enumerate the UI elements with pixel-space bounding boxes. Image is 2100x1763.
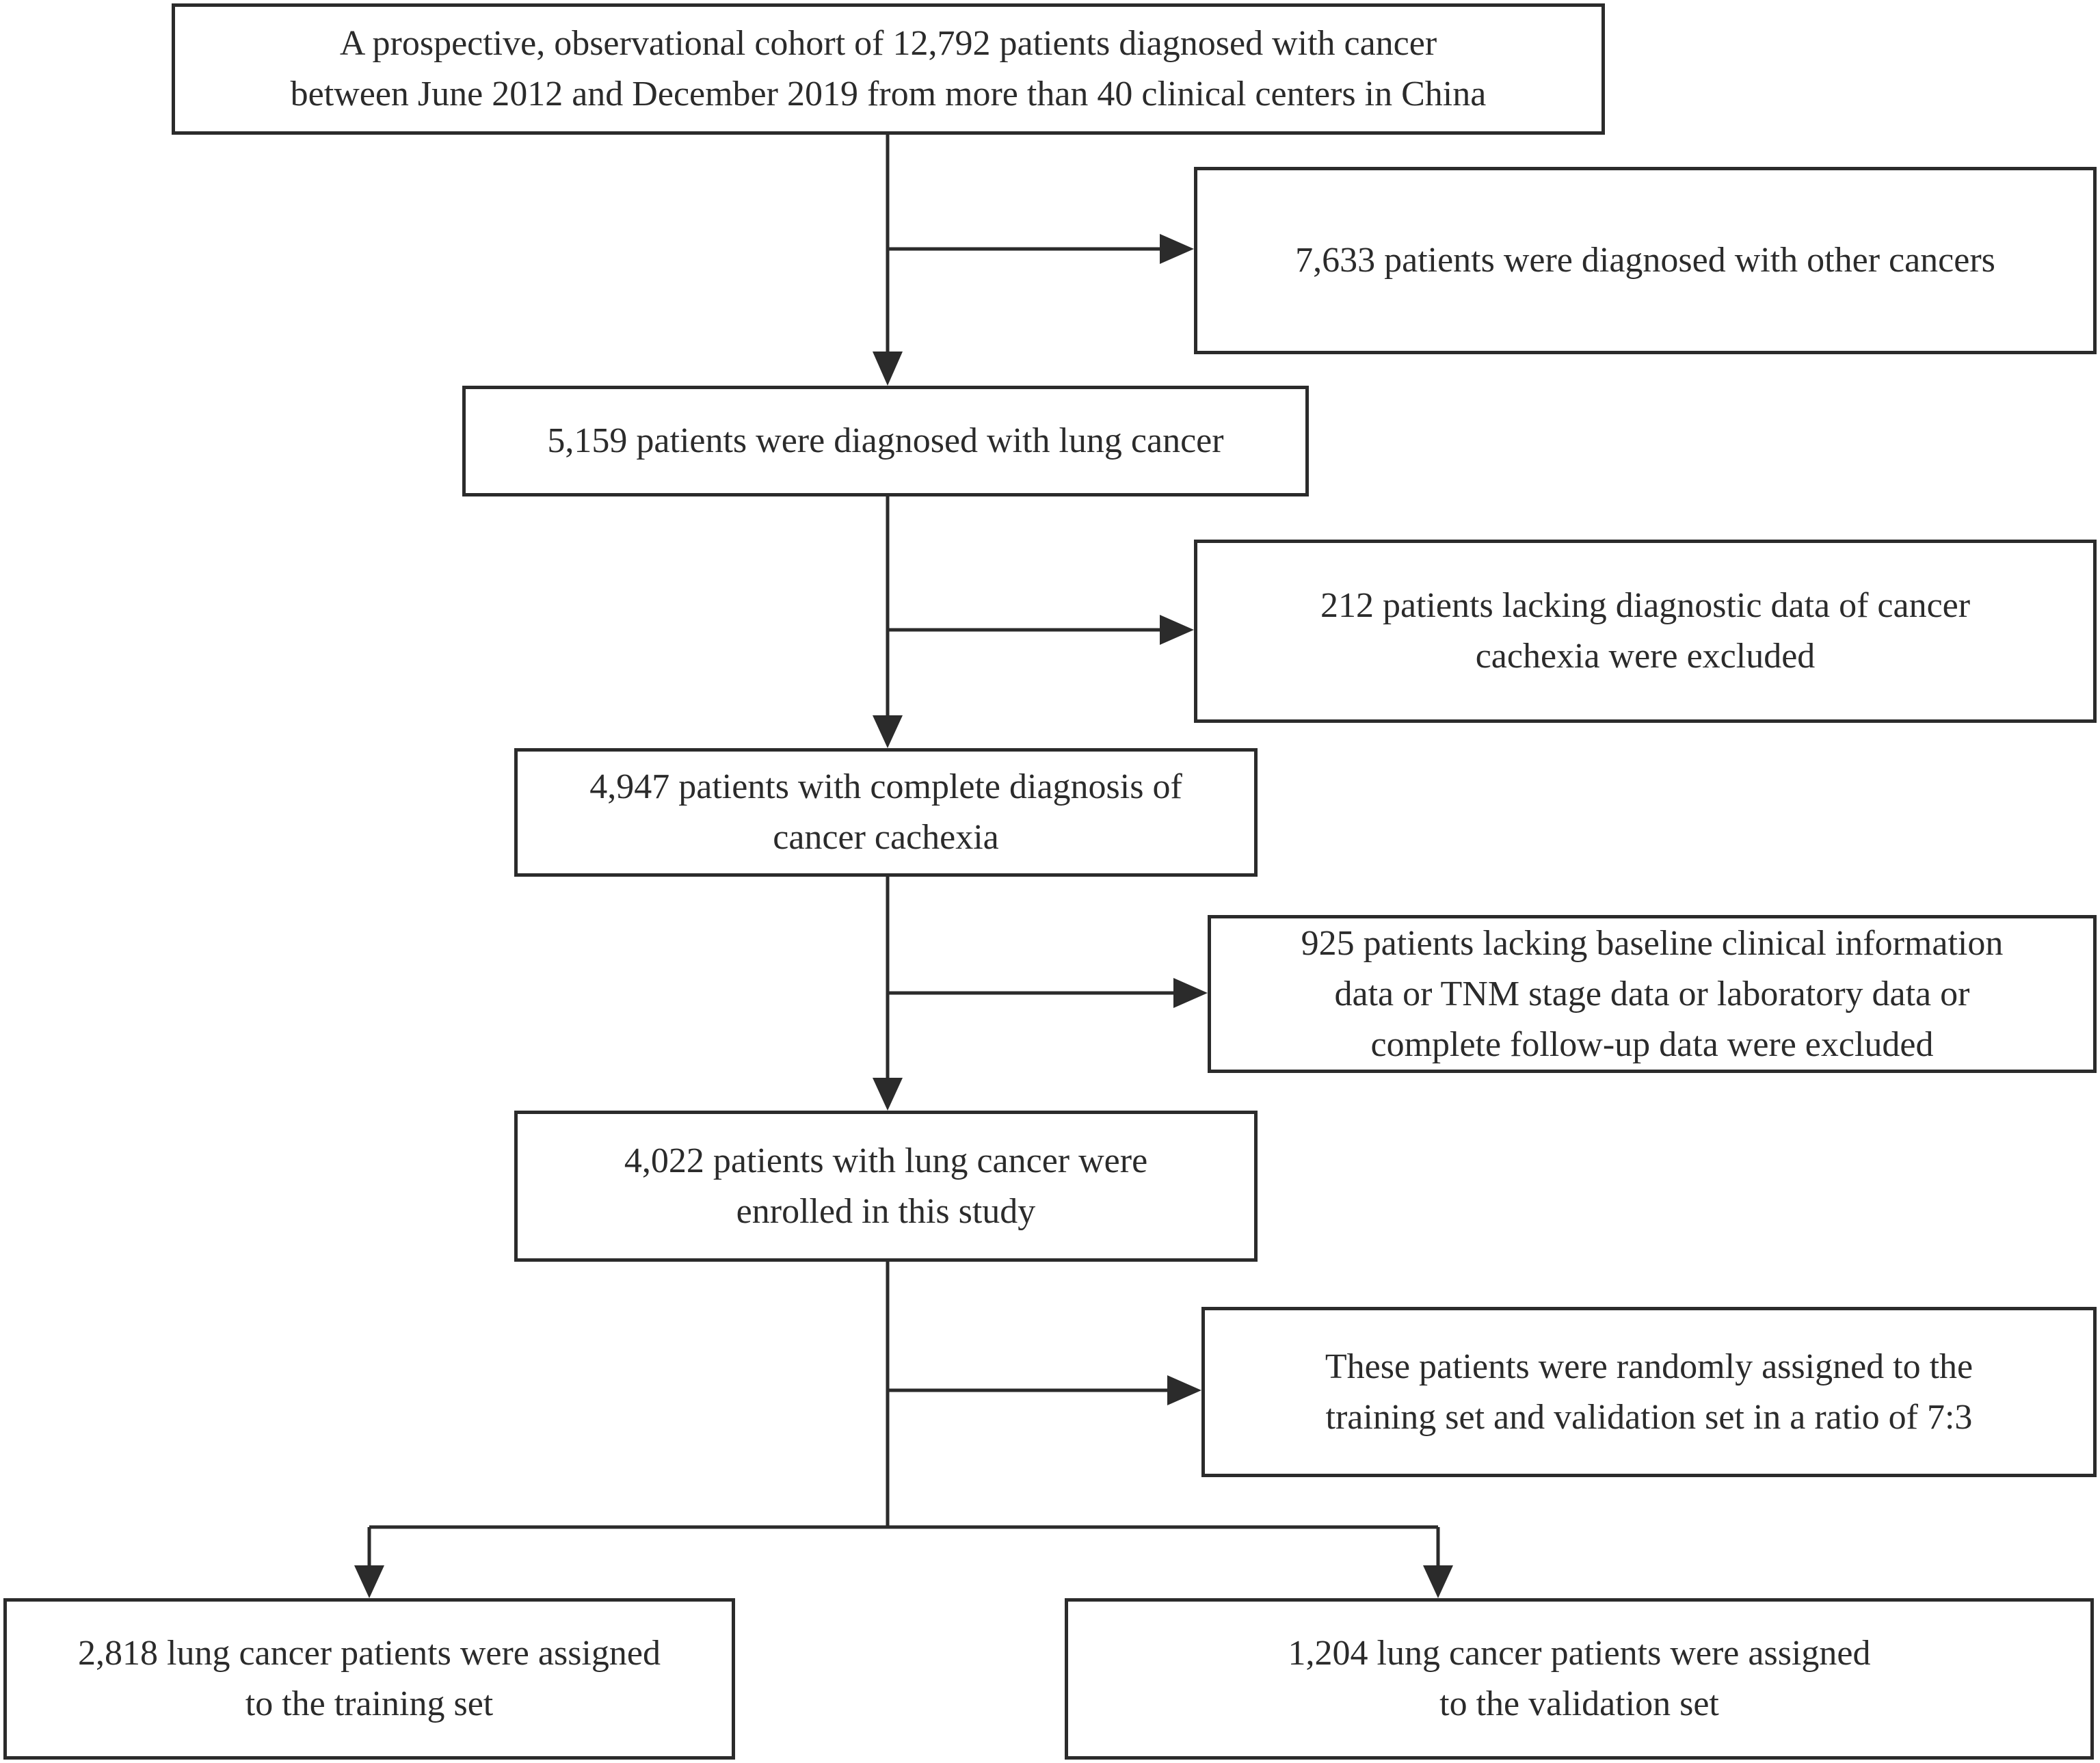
lung-cancer-text-line-1: 5,159 patients were diagnosed with lung …	[547, 421, 1224, 460]
arrowhead-down-complete	[873, 715, 903, 748]
cohort-text-line-2: between June 2012 and December 2019 from…	[290, 75, 1487, 114]
arrowhead-down-enrolled	[873, 1078, 903, 1111]
lacking-baseline-text-line-1: 925 patients lacking baseline clinical i…	[1301, 923, 2004, 963]
lung-cancer-box: 5,159 patients were diagnosed with lung …	[462, 386, 1309, 496]
validation-set-text-line-1: 1,204 lung cancer patients were assigned	[1288, 1634, 1871, 1673]
validation-set-box: 1,204 lung cancer patients were assigned…	[1065, 1598, 2094, 1760]
cohort-box: A prospective, observational cohort of 1…	[172, 3, 1605, 135]
cohort-text-line-1: A prospective, observational cohort of 1…	[339, 24, 1437, 63]
lacking-baseline-box: 925 patients lacking baseline clinical i…	[1208, 915, 2097, 1073]
training-set-text-line-1: 2,818 lung cancer patients were assigned	[78, 1634, 661, 1673]
arrowhead-right-random	[1167, 1375, 1201, 1405]
complete-diagnosis-text-line-2: cancer cachexia	[773, 818, 999, 857]
training-set-text-line-2: to the training set	[245, 1684, 494, 1723]
lacking-diagnostic-text-line-1: 212 patients lacking diagnostic data of …	[1320, 586, 1971, 625]
arrowhead-down-lung	[873, 352, 903, 386]
randomization-text-line-2: training set and validation set in a rat…	[1325, 1397, 1973, 1437]
arrowhead-down-validation	[1423, 1565, 1453, 1598]
enrolled-text-line-1: 4,022 patients with lung cancer were	[624, 1141, 1148, 1180]
lacking-baseline-text-line-3: complete follow-up data were excluded	[1370, 1024, 1934, 1064]
other-cancers-box: 7,633 patients were diagnosed with other…	[1194, 167, 2097, 354]
arrowhead-right-lacking-bl	[1173, 978, 1208, 1008]
training-set-box: 2,818 lung cancer patients were assigned…	[3, 1598, 735, 1760]
complete-diagnosis-box: 4,947 patients with complete diagnosis o…	[514, 748, 1258, 877]
lacking-baseline-text-line-2: data or TNM stage data or laboratory dat…	[1334, 974, 1970, 1013]
randomization-box: These patients were randomly assigned to…	[1201, 1307, 2097, 1477]
enrolled-text-line-2: enrolled in this study	[736, 1191, 1036, 1231]
complete-diagnosis-text-line-1: 4,947 patients with complete diagnosis o…	[589, 767, 1182, 806]
randomization-text-line-1: These patients were randomly assigned to…	[1325, 1347, 1973, 1386]
arrowhead-down-training	[354, 1565, 384, 1598]
lacking-diagnostic-text-line-2: cachexia were excluded	[1475, 637, 1816, 676]
lacking-diagnostic-box: 212 patients lacking diagnostic data of …	[1194, 540, 2097, 723]
arrowhead-right-lacking-dx	[1160, 615, 1194, 645]
arrowhead-right-other	[1160, 234, 1194, 264]
validation-set-text-line-2: to the validation set	[1439, 1684, 1719, 1723]
other-cancers-text-line-1: 7,633 patients were diagnosed with other…	[1295, 241, 1995, 280]
enrolled-box: 4,022 patients with lung cancer were enr…	[514, 1111, 1258, 1262]
